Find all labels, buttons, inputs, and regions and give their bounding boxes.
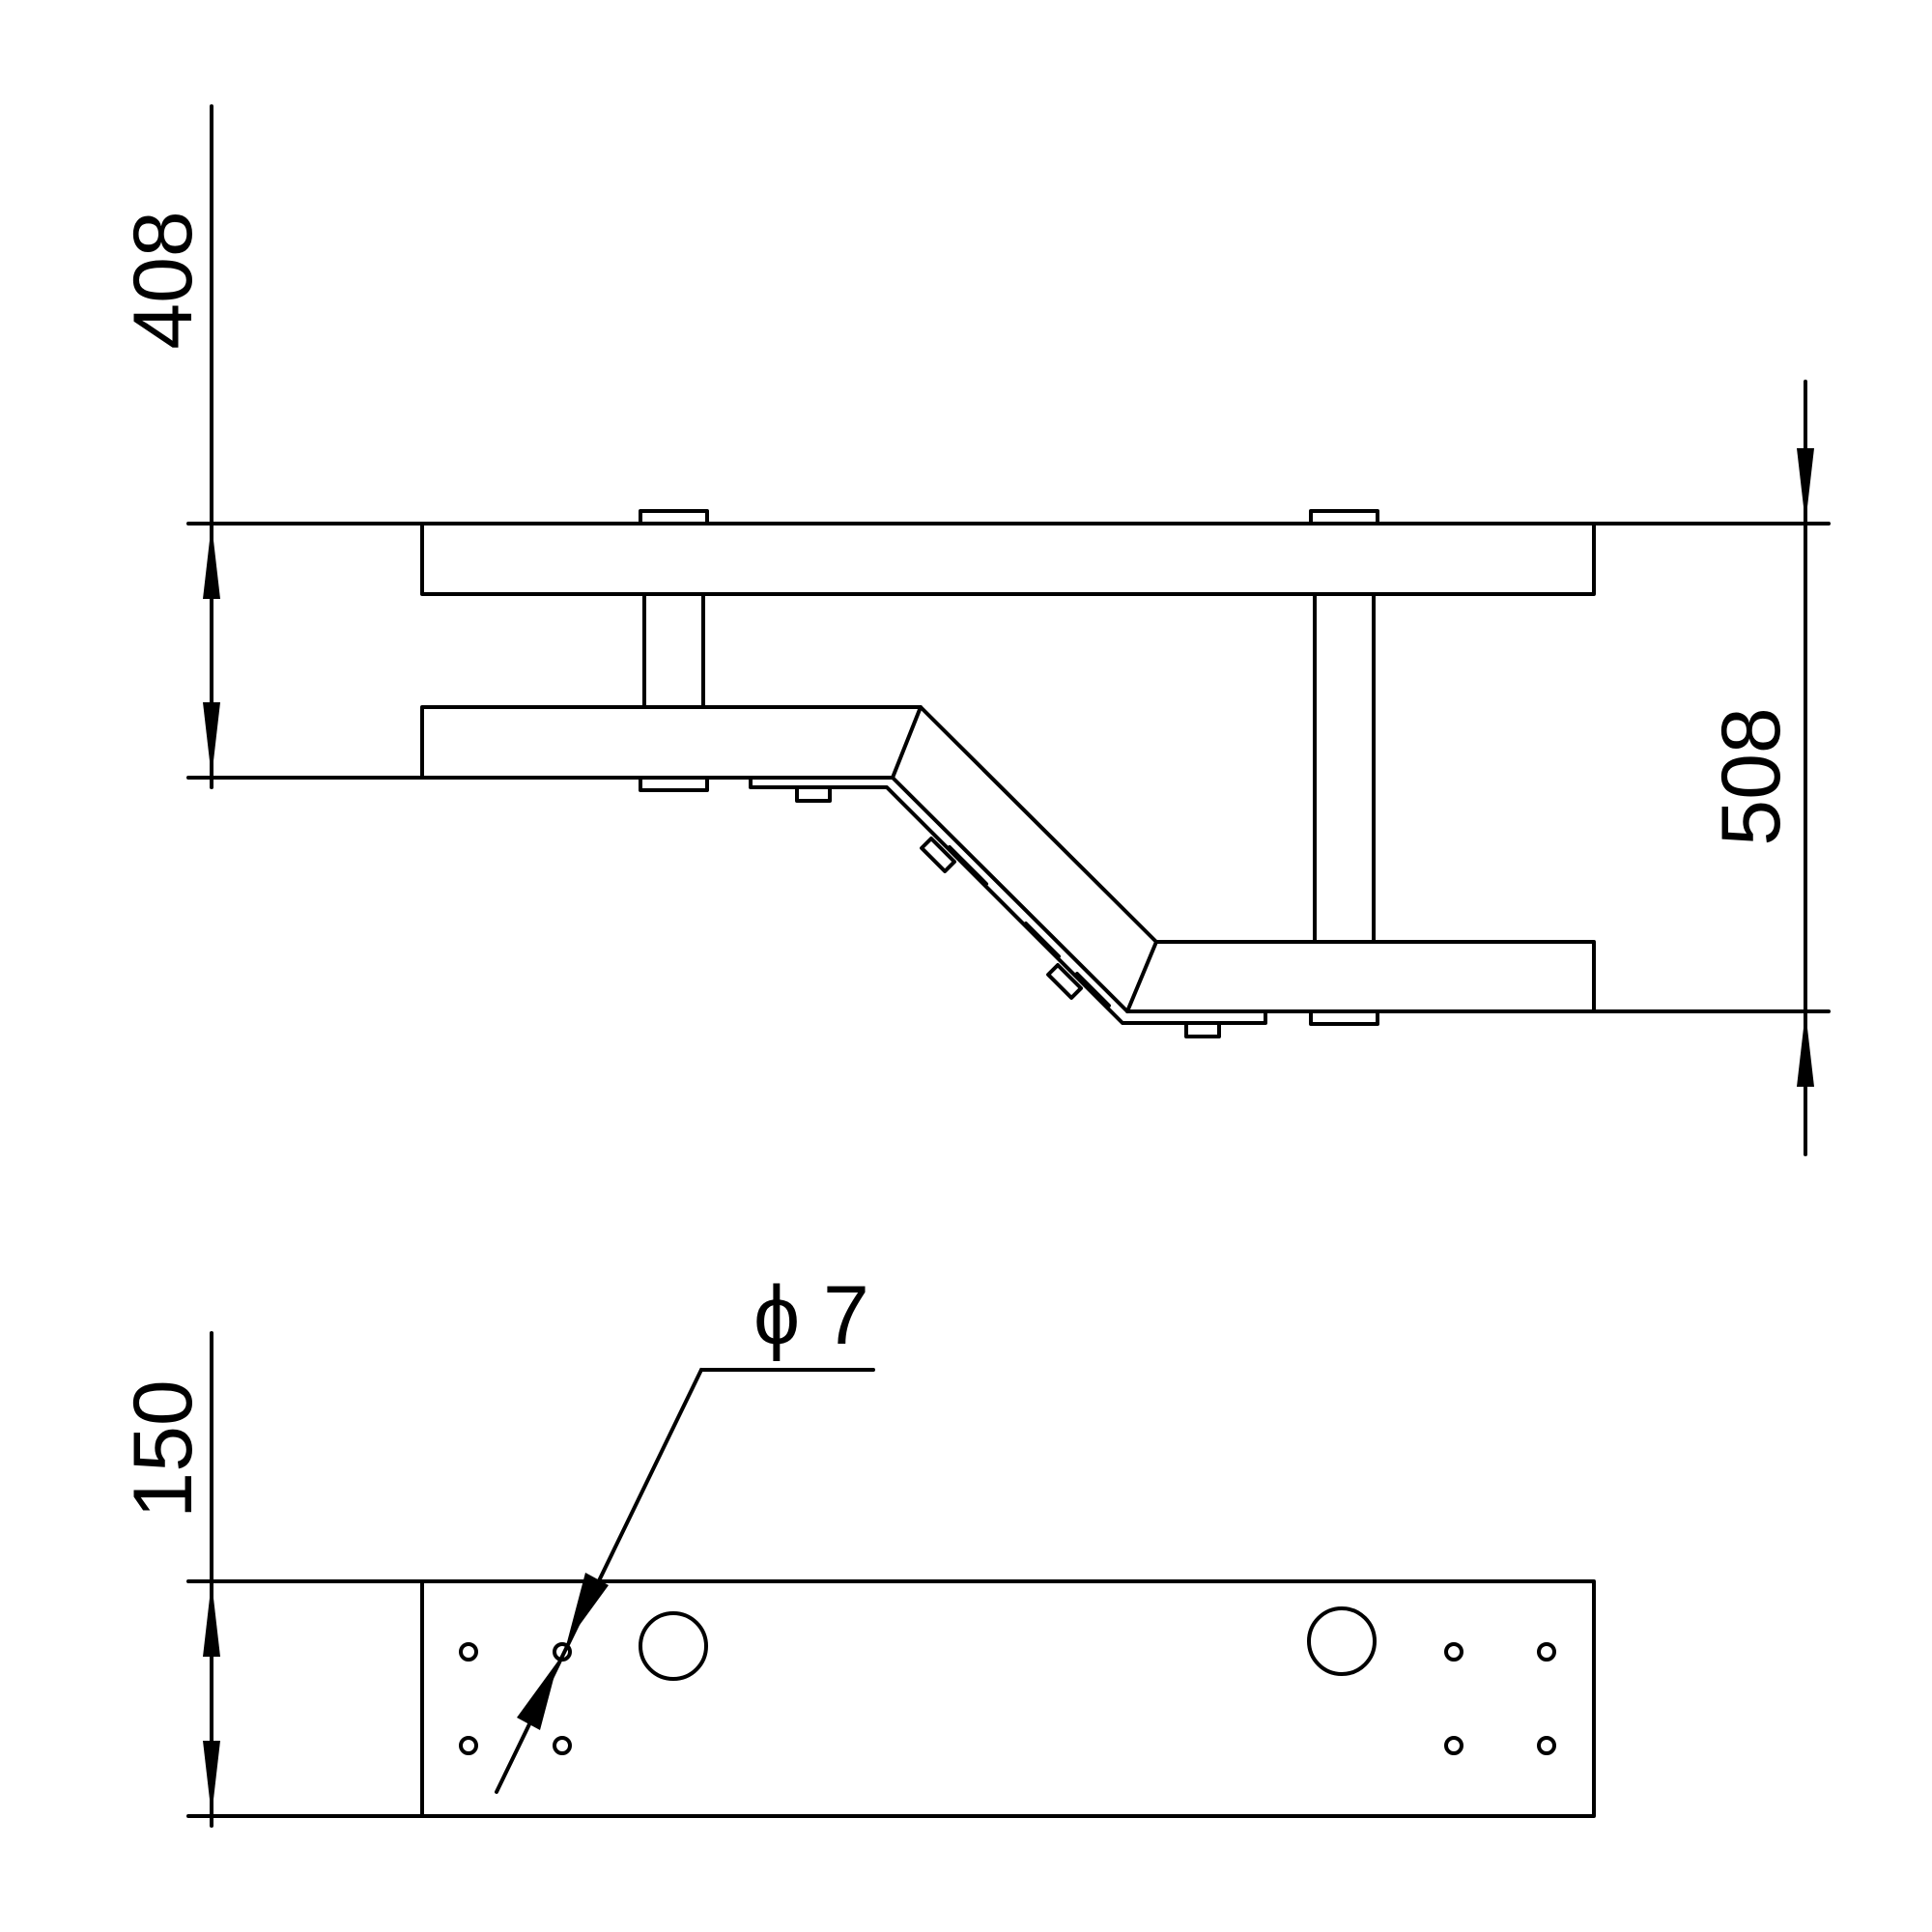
- bolt-head-4: [1184, 1021, 1221, 1038]
- small-hole: [459, 1642, 478, 1662]
- lower-rail-joint-left: [891, 705, 923, 780]
- lower-rail-tab-right: [1309, 1009, 1379, 1026]
- upper-rail-tab-left: [639, 509, 709, 526]
- lower-rail-joint-right: [1125, 940, 1158, 1013]
- upper-rail: [420, 522, 1596, 596]
- lower-offset-rail: [420, 705, 1596, 1013]
- small-hole: [1444, 1736, 1463, 1755]
- lower-rail-tab-left: [639, 776, 709, 792]
- dim-408-label: 408: [117, 211, 210, 350]
- bolt-head-1: [795, 785, 832, 803]
- small-hole: [1537, 1642, 1556, 1662]
- plate-segment-2: [1024, 922, 1061, 958]
- plate-segment-3: [1075, 972, 1111, 1008]
- bottom-view: ϕ 7 150: [117, 1269, 1596, 1828]
- small-hole: [1444, 1642, 1463, 1662]
- small-hole: [1537, 1736, 1556, 1755]
- dim-508-arrow-top: [1797, 448, 1814, 524]
- large-hole-right: [1307, 1606, 1377, 1676]
- plate-segment-1: [948, 845, 988, 886]
- dim-508-arrow-bottom: [1797, 1011, 1814, 1087]
- plate-outline: [420, 1579, 1596, 1818]
- dim-150-label: 150: [117, 1379, 210, 1519]
- diameter-arrow-lower: [517, 1661, 558, 1730]
- top-view: 408 508: [117, 104, 1831, 1156]
- bolt-head-3: [1046, 963, 1084, 1000]
- small-hole: [553, 1736, 572, 1755]
- splice-plate: [749, 776, 1267, 1025]
- small-hole: [459, 1736, 478, 1755]
- dim-408-arrow-top: [203, 524, 220, 599]
- dim-150-arrow-top: [203, 1581, 220, 1657]
- right-rung: [1313, 592, 1376, 944]
- bolt-head-2: [920, 837, 957, 873]
- dim-150-arrow-bottom: [203, 1741, 220, 1816]
- left-rung: [642, 592, 705, 709]
- upper-rail-tab-right: [1309, 509, 1379, 526]
- diameter-arrow-upper: [567, 1573, 609, 1642]
- dim-408-arrow-bottom: [203, 702, 220, 778]
- diameter-label: ϕ 7: [753, 1269, 869, 1362]
- large-hole-left: [639, 1611, 708, 1681]
- dim-508-label: 508: [1705, 707, 1798, 846]
